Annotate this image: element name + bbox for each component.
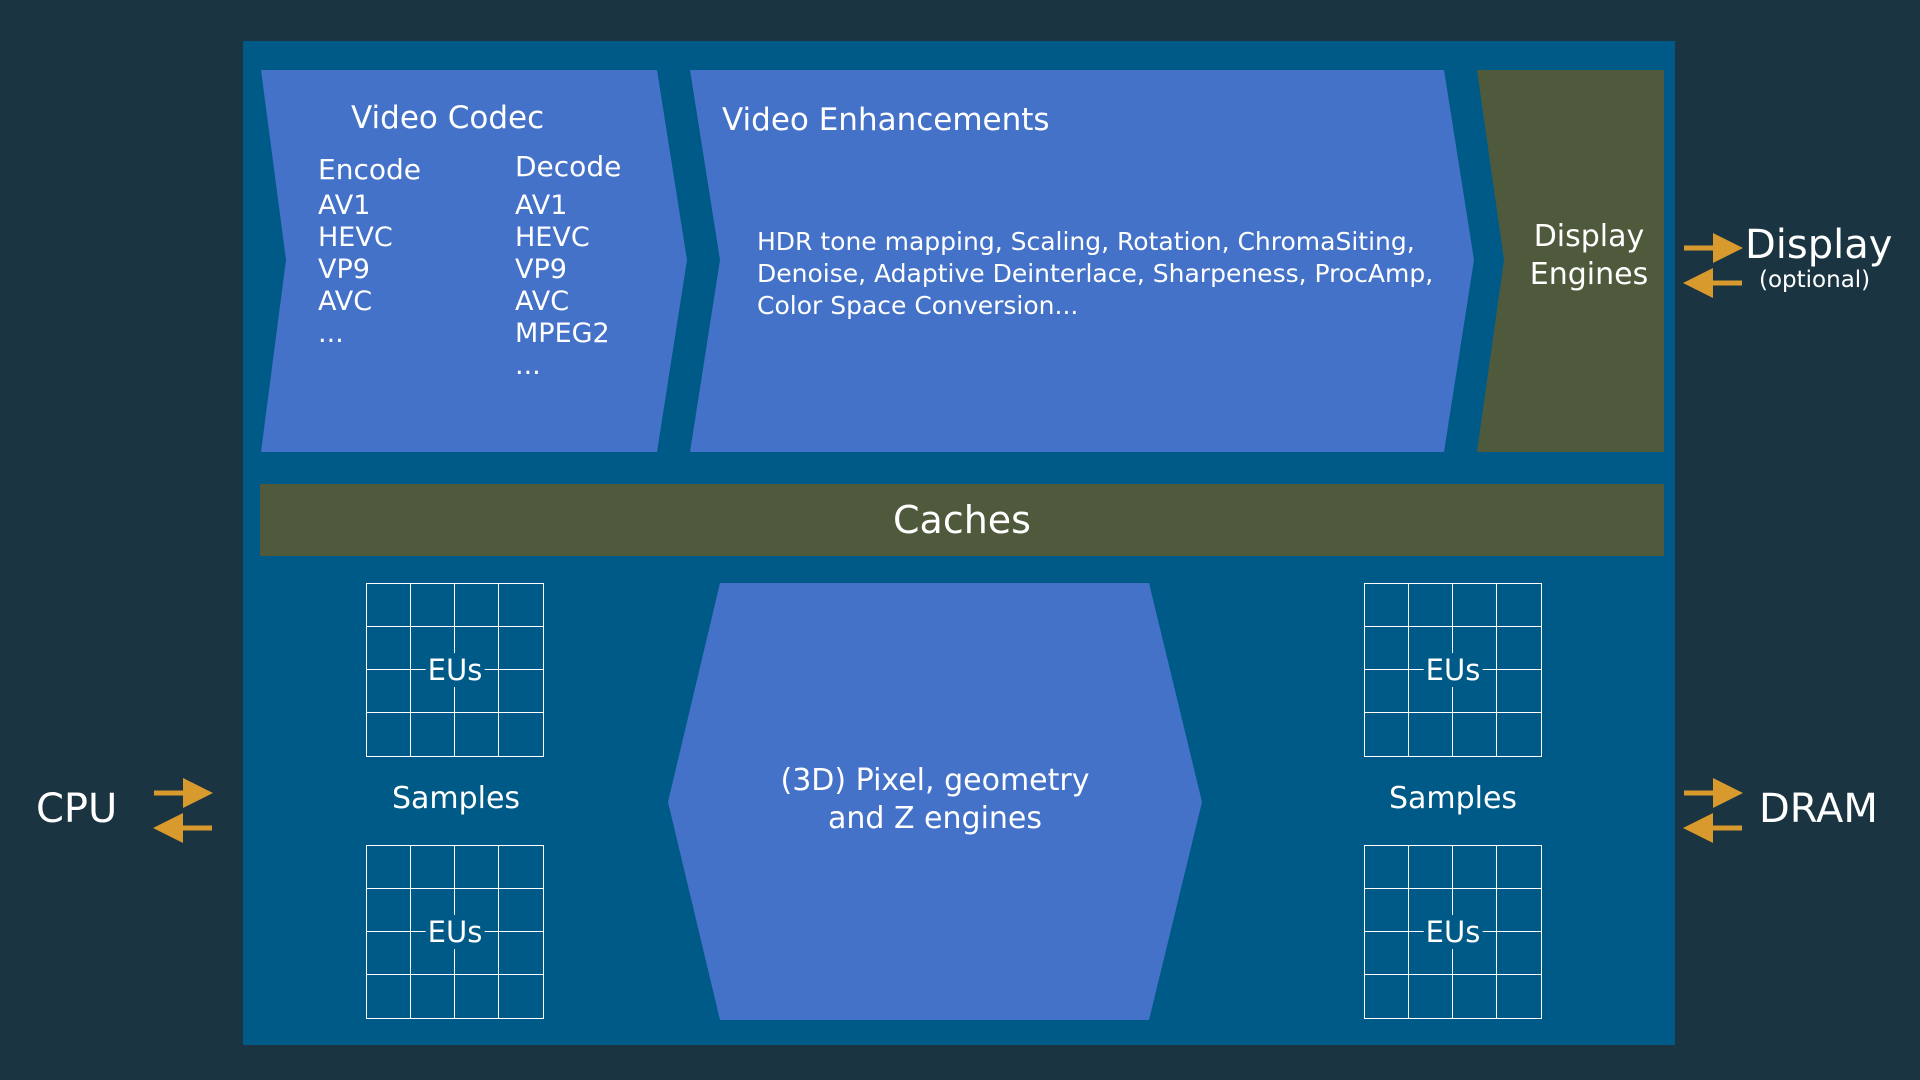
decode-item: AV1 <box>515 190 568 221</box>
encode-item: VP9 <box>318 254 370 285</box>
enhancement-line: Color Space Conversion... <box>757 291 1079 320</box>
eu-grid: EUs <box>366 845 544 1019</box>
display-engines-line: Engines <box>1529 257 1649 292</box>
eu-label: EUs <box>1423 653 1483 687</box>
encode-item: HEVC <box>318 222 393 253</box>
pixel-engines-line: (3D) Pixel, geometry <box>780 763 1090 798</box>
eu-grid: EUs <box>1364 583 1542 757</box>
encode-item: ... <box>318 318 344 349</box>
video-enhancements-list: HDR tone mapping, Scaling, Rotation, Chr… <box>757 226 1433 322</box>
decode-item: AVC <box>515 286 570 317</box>
enhancement-line: Denoise, Adaptive Deinterlace, Sharpenes… <box>757 259 1434 288</box>
encode-item: AV1 <box>318 190 371 221</box>
decode-heading: Decode <box>515 150 622 183</box>
caches-label: Caches <box>893 498 1031 542</box>
dram-label: DRAM <box>1759 786 1878 832</box>
samples-left-label: Samples <box>391 781 521 816</box>
encode-list: AV1 HEVC VP9 AVC ... <box>318 190 393 350</box>
eu-label: EUs <box>425 653 485 687</box>
eu-grid: EUs <box>1364 845 1542 1019</box>
display-engines-line: Display <box>1533 219 1645 254</box>
display-optional-note: (optional) <box>1759 267 1871 293</box>
samples-right-label: Samples <box>1388 781 1518 816</box>
video-enhancements-chevron <box>690 70 1474 452</box>
video-enhancements-title: Video Enhancements <box>722 102 1050 138</box>
video-codec-title: Video Codec <box>351 100 545 136</box>
decode-item: ... <box>515 350 541 381</box>
eu-label: EUs <box>1423 915 1483 949</box>
pixel-engines-label: (3D) Pixel, geometry and Z engines <box>700 762 1170 838</box>
pixel-engines-line: and Z engines <box>827 801 1042 836</box>
video-codec-chevron <box>261 70 687 452</box>
display-engines-shape <box>1477 70 1664 452</box>
decode-item: MPEG2 <box>515 318 610 349</box>
cpu-label: CPU <box>36 786 118 832</box>
encode-item: AVC <box>318 286 373 317</box>
decode-list: AV1 HEVC VP9 AVC MPEG2 ... <box>515 190 610 382</box>
pixel-engines-hexagon <box>668 583 1202 1020</box>
display-label: Display <box>1745 222 1893 268</box>
eu-grid: EUs <box>366 583 544 757</box>
eu-label: EUs <box>425 915 485 949</box>
display-engines-label: Display Engines <box>1484 218 1694 294</box>
decode-item: VP9 <box>515 254 567 285</box>
encode-heading: Encode <box>318 153 421 186</box>
decode-item: HEVC <box>515 222 590 253</box>
caches-bar <box>260 484 1664 556</box>
enhancement-line: HDR tone mapping, Scaling, Rotation, Chr… <box>757 227 1415 256</box>
